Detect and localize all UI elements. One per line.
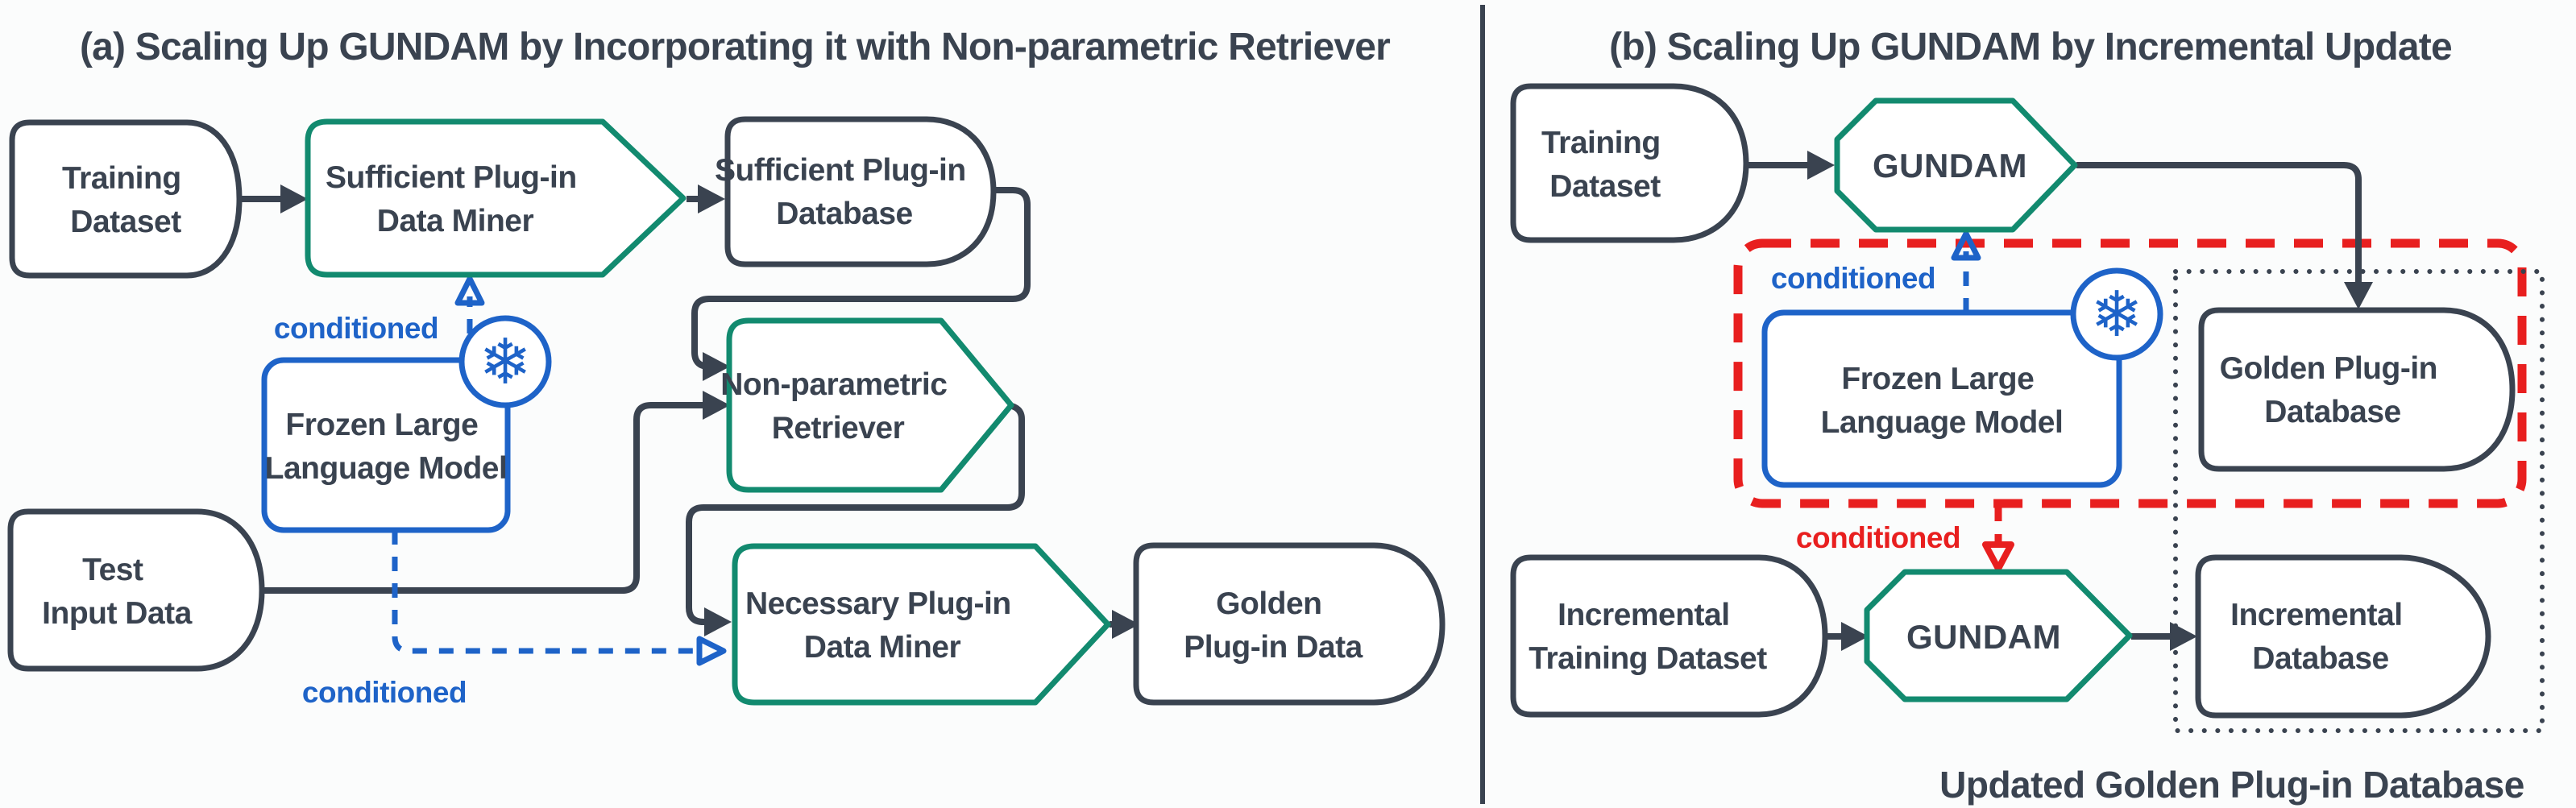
node-training-dataset-a <box>9 119 243 279</box>
open-arrowhead-icon <box>696 636 727 666</box>
dark-shapes <box>7 83 2516 719</box>
node-test-input-data <box>7 508 265 672</box>
conditioned-label-b-red: conditioned <box>1796 521 1960 554</box>
open-arrowhead-icon <box>1951 230 1981 261</box>
golden-data-label: Golden Plug-in Data <box>1184 586 1363 665</box>
test-input-label: Test Input Data <box>42 553 192 631</box>
connector-test-to-retriever <box>262 402 704 594</box>
node-golden-plugin-data <box>1133 542 1446 706</box>
panel-a-title: (a) Scaling Up GUNDAM by Incorporating i… <box>80 26 1390 68</box>
non-parametric-label: Non-parametric Retriever <box>720 367 956 445</box>
arrowhead-icon <box>703 391 730 420</box>
sufficient-database-label: Sufficient Plug-in Database <box>715 153 974 231</box>
blue-open-arrowheads <box>454 230 1981 666</box>
node-sufficient-database <box>724 116 997 267</box>
training-dataset-a-label: Training Dataset <box>62 161 189 239</box>
arrowhead-icon <box>280 184 308 213</box>
node-training-dataset-b <box>1510 83 1749 243</box>
arrowhead-icon <box>703 352 730 381</box>
node-gundam-top <box>1834 97 2078 233</box>
incremental-training-label: Incremental Training Dataset <box>1529 598 1767 676</box>
snowflake-icons: ❄ ❄ <box>479 279 2143 397</box>
open-arrowhead-icon <box>1982 541 2014 572</box>
conditioned-label-a-top: conditioned <box>274 312 438 345</box>
arrowhead-icon <box>1807 151 1835 180</box>
node-incremental-training-dataset <box>1510 554 1828 718</box>
dark-texts: (a) Scaling Up GUNDAM by Incorporating i… <box>42 26 2524 806</box>
open-arrowhead-icon <box>454 276 485 306</box>
arrowhead-icon <box>1841 622 1869 651</box>
dark-arrowheads <box>280 151 2373 651</box>
arrowhead-icon <box>2344 282 2373 309</box>
arrowhead-icon <box>698 184 725 213</box>
gundam-bottom-label: GUNDAM <box>1906 618 2061 656</box>
updated-database-caption: Updated Golden Plug-in Database <box>1939 764 2524 806</box>
connector-retriever-to-necessary <box>686 402 1025 625</box>
snowflake-icon: ❄ <box>479 326 531 397</box>
training-dataset-b-label: Training Dataset <box>1541 126 1669 204</box>
node-necessary-plugin-data-miner <box>732 543 1111 706</box>
arrowhead-icon <box>1112 610 1139 639</box>
dark-connectors <box>242 162 2362 640</box>
incremental-database-label: Incremental Database <box>2230 598 2411 676</box>
red-dashed-frame <box>1733 238 2527 508</box>
blue-labels: conditioned conditioned conditioned <box>274 262 1936 709</box>
node-sufficient-plugin-data-miner <box>305 118 687 278</box>
blue-shapes <box>261 267 2163 533</box>
gundam-top-label: GUNDAM <box>1873 147 2027 184</box>
arrowhead-icon <box>2170 622 2197 651</box>
arrowhead-icon <box>704 607 732 636</box>
panel-b-title: (b) Scaling Up GUNDAM by Incremental Upd… <box>1609 26 2452 68</box>
conditioned-label-b-blue: conditioned <box>1771 262 1935 295</box>
necessary-miner-label: Necessary Plug-in Data Miner <box>745 586 1019 665</box>
frozen-llm-a-label: Frozen Large Language Model <box>265 408 508 486</box>
node-frozen-llm-a <box>261 357 511 533</box>
node-gundam-bottom <box>1864 569 2133 702</box>
node-frozen-llm-b <box>1761 309 2122 488</box>
snowflake-badge <box>2070 267 2163 361</box>
green-shapes <box>305 97 2133 706</box>
connector-gundam-to-goldendb <box>2076 162 2362 284</box>
snowflake-badge <box>458 315 552 408</box>
frozen-llm-b-label: Frozen Large Language Model <box>1821 362 2064 440</box>
sufficient-miner-label: Sufficient Plug-in Data Miner <box>326 160 585 238</box>
conditioned-label-a-bottom: conditioned <box>302 676 467 709</box>
dashed-llm-to-necessary <box>392 530 696 654</box>
node-incremental-database <box>2195 554 2491 719</box>
connector-database-to-retriever <box>691 187 1031 370</box>
golden-database-label: Golden Plug-in Database <box>2220 351 2446 429</box>
node-non-parametric-retriever <box>726 317 1014 493</box>
snowflake-icon: ❄ <box>2090 279 2143 350</box>
node-golden-plugin-database <box>2198 307 2516 472</box>
